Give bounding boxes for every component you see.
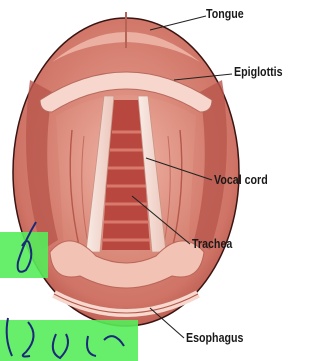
label-esophagus: Esophagus: [186, 330, 243, 345]
highlighter-mark-2: [0, 320, 138, 361]
label-epiglottis: Epiglottis: [234, 64, 283, 79]
label-trachea: Trachea: [192, 236, 232, 251]
label-tongue: Tongue: [206, 6, 244, 21]
label-vocal-cord: Vocal cord: [214, 172, 268, 187]
